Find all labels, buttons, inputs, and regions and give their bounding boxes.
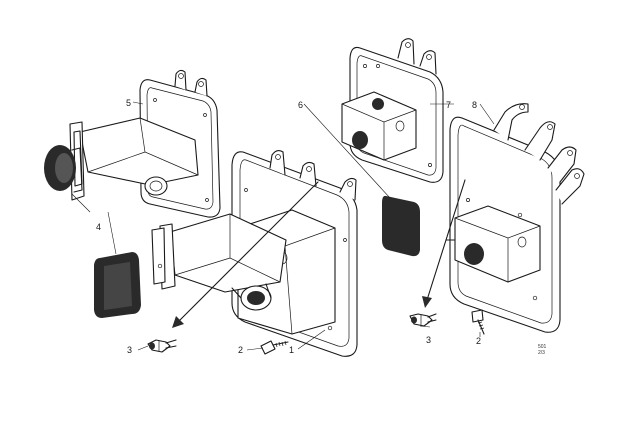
drawing-code: 501 2/3	[538, 344, 547, 356]
housing-front-right	[445, 103, 585, 333]
callout-8: 8	[472, 100, 477, 110]
callout-labels: 5 6 7 8 4 3 2 1 3 2	[96, 98, 481, 355]
bulb-holder-3-right	[409, 313, 437, 327]
drawing-code-line-1: 501	[538, 344, 547, 350]
housing-rear-left	[69, 69, 221, 218]
foam-pad-4	[94, 252, 141, 318]
callout-2-right: 2	[476, 336, 481, 346]
screw-2-right	[471, 309, 485, 335]
callout-4: 4	[96, 222, 101, 232]
callout-1: 1	[289, 345, 294, 355]
housing-rear-right	[341, 38, 444, 183]
callout-5: 5	[126, 98, 131, 108]
drawing-code-line-2: 2/3	[538, 350, 545, 356]
callout-2-left: 2	[238, 345, 243, 355]
callout-3-left: 3	[127, 345, 132, 355]
grommet-left	[44, 145, 83, 193]
bulb-holder-3-left	[147, 339, 177, 353]
callout-7: 7	[446, 100, 451, 110]
screw-2-left	[260, 340, 289, 355]
arrow-right	[422, 179, 466, 308]
callout-6: 6	[298, 100, 303, 110]
housing-front-left	[151, 149, 358, 357]
leader-lines	[71, 101, 495, 351]
callout-3-right: 3	[426, 335, 431, 345]
gasket-6	[382, 195, 420, 257]
arrow-left	[172, 181, 319, 328]
